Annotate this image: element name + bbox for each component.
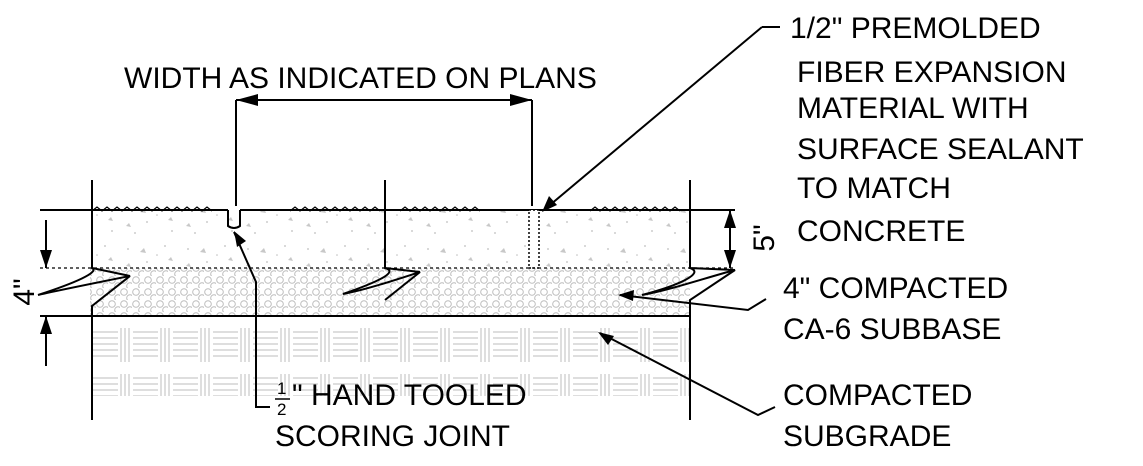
concrete-thickness-label: 5" xyxy=(748,224,781,251)
subbase-label-line-1: 4" COMPACTED xyxy=(783,272,1008,305)
expansion-joint xyxy=(528,209,540,269)
concrete-surface xyxy=(40,206,735,212)
expansion-label-line-6: CONCRETE xyxy=(797,215,965,248)
expansion-label-line-2: FIBER EXPANSION xyxy=(797,56,1067,89)
scoring-joint-groove xyxy=(227,210,241,229)
scoring-joint-fraction-num: 1 xyxy=(277,379,286,398)
scoring-joint-label-line-1: " HAND TOOLED xyxy=(292,379,527,412)
expansion-label-line-3: MATERIAL WITH xyxy=(797,92,1029,125)
subgrade-leader xyxy=(598,332,776,417)
subbase-thickness-label: 4" xyxy=(8,278,41,305)
expansion-label-line-5: TO MATCH xyxy=(797,172,951,205)
expansion-leader xyxy=(542,26,780,212)
width-dimension xyxy=(235,94,533,206)
subgrade-layer xyxy=(90,316,690,396)
subbase-thickness-dimension xyxy=(40,220,52,366)
subbase-layer xyxy=(90,268,690,316)
width-label: WIDTH AS INDICATED ON PLANS xyxy=(124,62,597,95)
scoring-joint-leader xyxy=(233,231,270,408)
expansion-label-line-1: 1/2" PREMOLDED xyxy=(790,12,1041,45)
concrete-slab xyxy=(90,210,690,268)
subgrade-label-line-2: SUBGRADE xyxy=(783,420,951,453)
expansion-label-line-4: SURFACE SEALANT xyxy=(797,133,1084,166)
subbase-label-line-2: CA-6 SUBBASE xyxy=(783,313,1001,346)
scoring-joint-label-line-2: SCORING JOINT xyxy=(275,420,510,453)
scoring-joint-fraction-den: 2 xyxy=(277,400,286,419)
concrete-thickness-dimension xyxy=(724,210,736,268)
subgrade-label-line-1: COMPACTED xyxy=(783,379,972,412)
subbase-leader xyxy=(618,290,767,312)
